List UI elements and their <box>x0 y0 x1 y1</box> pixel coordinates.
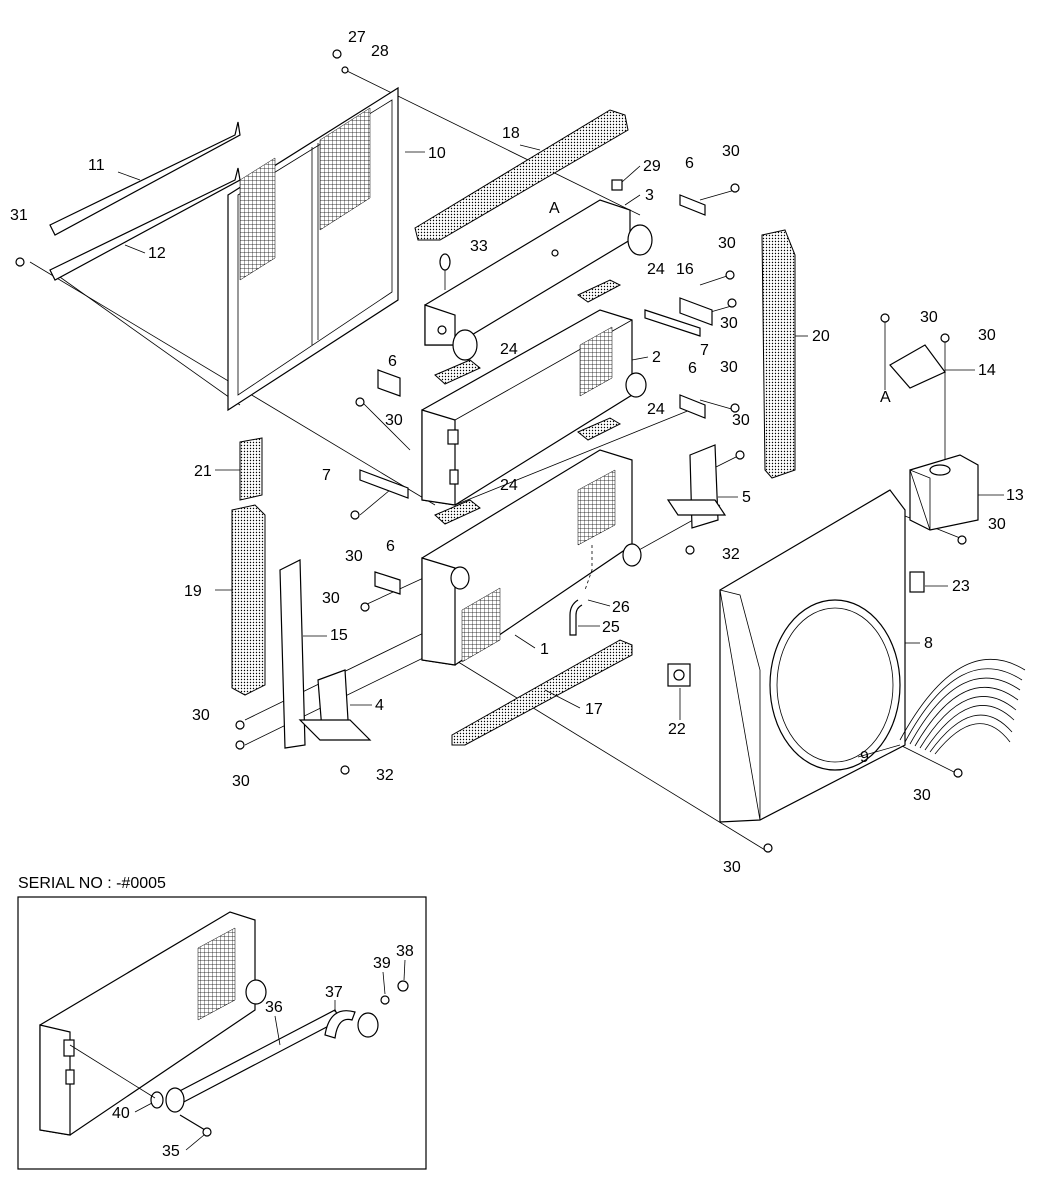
callout-26: 26 <box>612 599 630 616</box>
callout-16: 16 <box>676 261 694 278</box>
callout-9: 9 <box>860 749 869 766</box>
callout-12: 12 <box>148 245 166 262</box>
pads-24 <box>434 279 622 525</box>
callout-8: 8 <box>924 635 933 652</box>
callout-24: 24 <box>647 401 665 418</box>
callout-35: 35 <box>162 1143 180 1160</box>
callout-30: 30 <box>723 859 741 876</box>
radiator-1 <box>421 449 642 666</box>
callout-30: 30 <box>192 707 210 724</box>
callout-24: 24 <box>500 477 518 494</box>
callout-7: 7 <box>322 467 331 484</box>
callout-6: 6 <box>386 538 395 555</box>
inset-clamp-37 <box>324 1010 356 1039</box>
plates-22-23 <box>667 571 925 687</box>
callout-labels: 1 2 3 4 5 6 6 6 6 7 7 8 9 10 11 12 13 14… <box>10 29 1024 876</box>
bolts <box>15 49 967 853</box>
inset-frame <box>17 896 427 1170</box>
callout-17: 17 <box>585 701 603 718</box>
callout-15: 15 <box>330 627 348 644</box>
callout-30: 30 <box>322 590 340 607</box>
callout-30: 30 <box>920 309 938 326</box>
callout-30: 30 <box>232 773 250 790</box>
callout-11: 11 <box>88 157 105 174</box>
callout-38: 38 <box>396 943 414 960</box>
callout-6: 6 <box>688 360 697 377</box>
callout-36: 36 <box>265 999 283 1016</box>
plates-6 <box>374 194 706 595</box>
callout-30: 30 <box>722 143 740 160</box>
callout-5: 5 <box>742 489 751 506</box>
callout-33: 33 <box>470 238 488 255</box>
callout-30: 30 <box>732 412 750 429</box>
callout-7: 7 <box>700 342 709 359</box>
callout-24: 24 <box>647 261 665 278</box>
brackets-16-7 <box>359 297 713 499</box>
callout-6: 6 <box>685 155 694 172</box>
fan-guard-9 <box>899 658 1026 755</box>
hose-25-26 <box>569 545 593 636</box>
ring-33 <box>439 253 451 290</box>
inset-flange <box>357 1012 379 1038</box>
callout-21: 21 <box>194 463 212 480</box>
intercooler-3 <box>424 199 653 361</box>
callout-29: 29 <box>643 158 661 175</box>
seal-20 <box>761 229 796 479</box>
callout-23: 23 <box>952 578 970 595</box>
callout-22: 22 <box>668 721 686 738</box>
seal-17 <box>451 639 633 746</box>
oil-cooler-2 <box>421 309 647 506</box>
inset-callout-labels: 35 36 37 38 39 40 <box>112 943 414 1160</box>
leader-lines <box>117 144 1004 758</box>
inset-fittings <box>69 980 409 1137</box>
callout-25: 25 <box>602 619 620 636</box>
callout-14: 14 <box>978 362 996 379</box>
callout-30: 30 <box>345 548 363 565</box>
seals-21-19 <box>231 437 266 696</box>
callout-30: 30 <box>978 327 996 344</box>
callout-10: 10 <box>428 145 446 162</box>
callout-31: 31 <box>10 207 28 224</box>
callout-32: 32 <box>376 767 394 784</box>
screen-frame-10 <box>227 86 399 412</box>
callout-2: 2 <box>652 349 661 366</box>
callout-30: 30 <box>385 412 403 429</box>
tank-13 <box>909 454 979 531</box>
callout-13: 13 <box>1006 487 1024 504</box>
callout-32: 32 <box>722 546 740 563</box>
ref-A-upper: A <box>549 200 560 217</box>
inset-leader-lines <box>134 959 406 1151</box>
callout-4: 4 <box>375 697 384 714</box>
callout-19: 19 <box>184 583 202 600</box>
callout-27: 27 <box>348 29 366 46</box>
callout-30: 30 <box>913 787 931 804</box>
inset-cooler <box>39 911 267 1136</box>
callout-18: 18 <box>502 125 520 142</box>
clip-29 <box>611 179 623 191</box>
callout-1: 1 <box>540 641 549 658</box>
cover-14 <box>889 344 946 389</box>
callout-30: 30 <box>720 315 738 332</box>
callout-3: 3 <box>645 187 654 204</box>
plate-15 <box>279 559 306 749</box>
shroud-8 <box>719 489 906 823</box>
callout-30: 30 <box>718 235 736 252</box>
ref-A-right: A <box>880 389 891 406</box>
rail-11 <box>49 121 241 281</box>
seal-18 <box>414 109 629 241</box>
callout-37: 37 <box>325 984 343 1001</box>
callout-6: 6 <box>388 353 397 370</box>
callout-30: 30 <box>988 516 1006 533</box>
brackets-4-5 <box>298 444 727 741</box>
callout-40: 40 <box>112 1105 130 1122</box>
callout-24: 24 <box>500 341 518 358</box>
serial-number-label: SERIAL NO : -#0005 <box>18 875 166 892</box>
callout-28: 28 <box>371 43 389 60</box>
callout-39: 39 <box>373 955 391 972</box>
callout-20: 20 <box>812 328 830 345</box>
callout-30: 30 <box>720 359 738 376</box>
